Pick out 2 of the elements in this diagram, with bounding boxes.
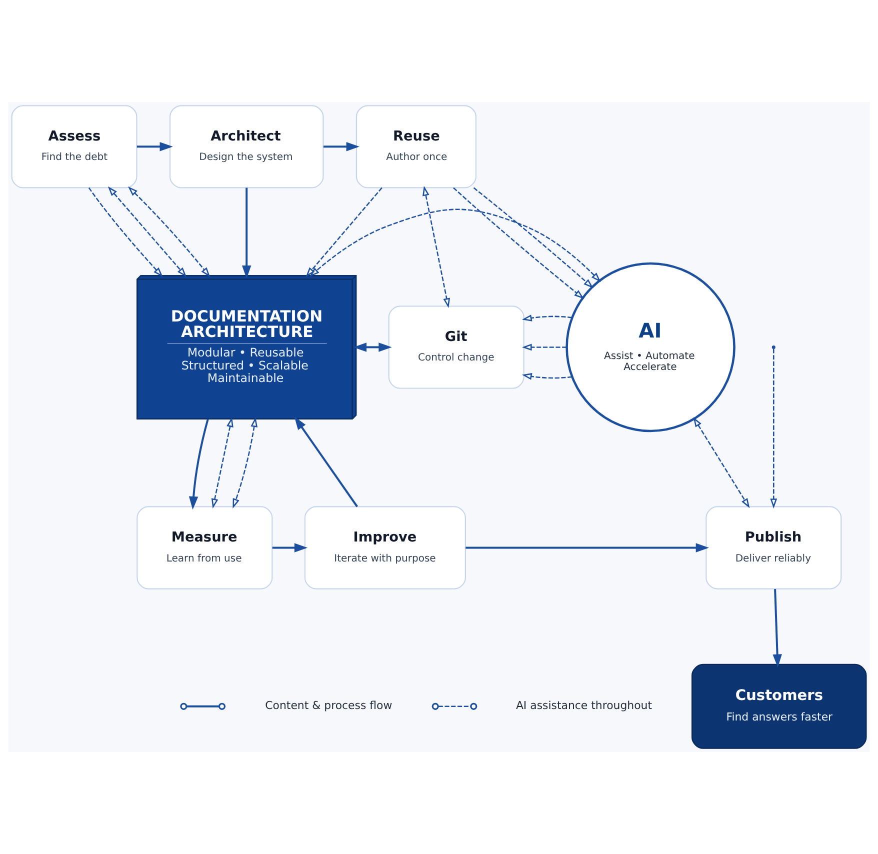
legend-label: Content & process flow: [265, 699, 392, 712]
legend-label: AI assistance throughout: [516, 699, 652, 712]
